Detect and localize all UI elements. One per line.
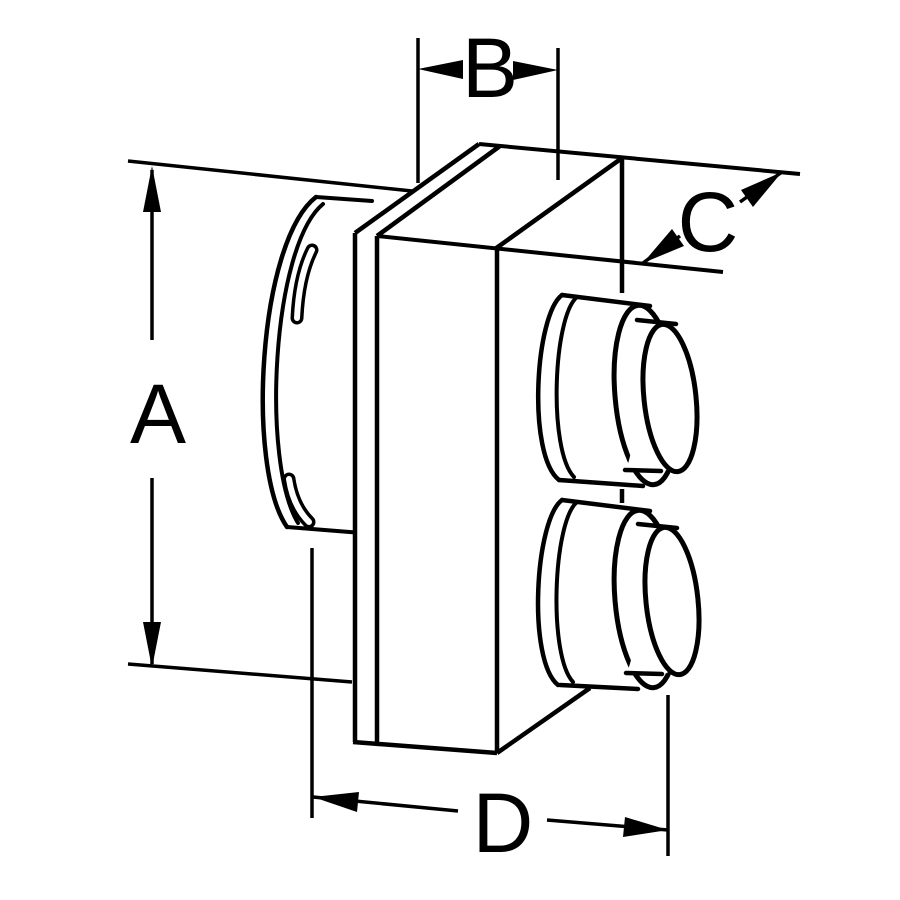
top-port-collar-bottom-line [556,477,646,489]
dimension-c-arrow-upper [741,172,782,207]
dimension-b-arrow-left [418,60,463,79]
dimension-a-arrow-down [143,622,161,668]
collar-outer-arc [260,194,319,530]
collar-slot-bottom [282,472,316,529]
bottom-port-pipe-face [642,524,702,678]
dimension-b: B [416,21,560,183]
dimension-b-label: B [462,21,518,115]
dimension-c-arrow-lower [643,229,684,263]
collar-slot-top [290,243,319,325]
dimension-a-extension-bottom [127,662,353,684]
bottom-port-pipe-bottom-line [623,670,665,677]
bottom-port-back-rim-outer-arc [535,497,565,688]
top-port-pipe-top-line [634,317,679,327]
bottom-port-collar-bottom-line [557,682,641,692]
bottom-port-back-rim-inner-arc [554,500,579,684]
body-bottom-front-edge [352,739,498,756]
dimension-b-arrow-right [513,61,558,80]
plate-top-left-edge [353,142,481,235]
dimension-d: D [310,548,670,870]
body-bottom-right-edge [495,686,592,755]
dimension-d-label: D [473,776,534,870]
top-port-pipe-face [640,321,700,475]
plate-top-right-edge [375,144,502,238]
dimension-d-arrow-right [623,817,668,837]
dimension-a: A [127,159,413,684]
collar-top-edge [314,195,374,203]
dimension-c: C [641,170,784,269]
dimension-a-label: A [130,367,186,461]
flange-collar [260,194,374,535]
body-top-front-edge [376,234,724,274]
top-port-back-rim-inner-arc [554,295,579,479]
dimension-a-arrow-up [143,166,161,212]
top-port-pipe-bottom-line [622,467,664,474]
bottom-port [535,497,702,696]
top-port-back-rim-outer-arc [535,292,565,483]
body-top-right-edge [493,156,624,251]
collar-bottom-edge [285,525,364,535]
dimension-d-arrow-left [313,792,359,812]
top-port [535,292,700,493]
dimension-a-extension-top [127,159,413,193]
body-top-back-edge [478,142,801,176]
dimension-c-label: C [678,175,739,269]
